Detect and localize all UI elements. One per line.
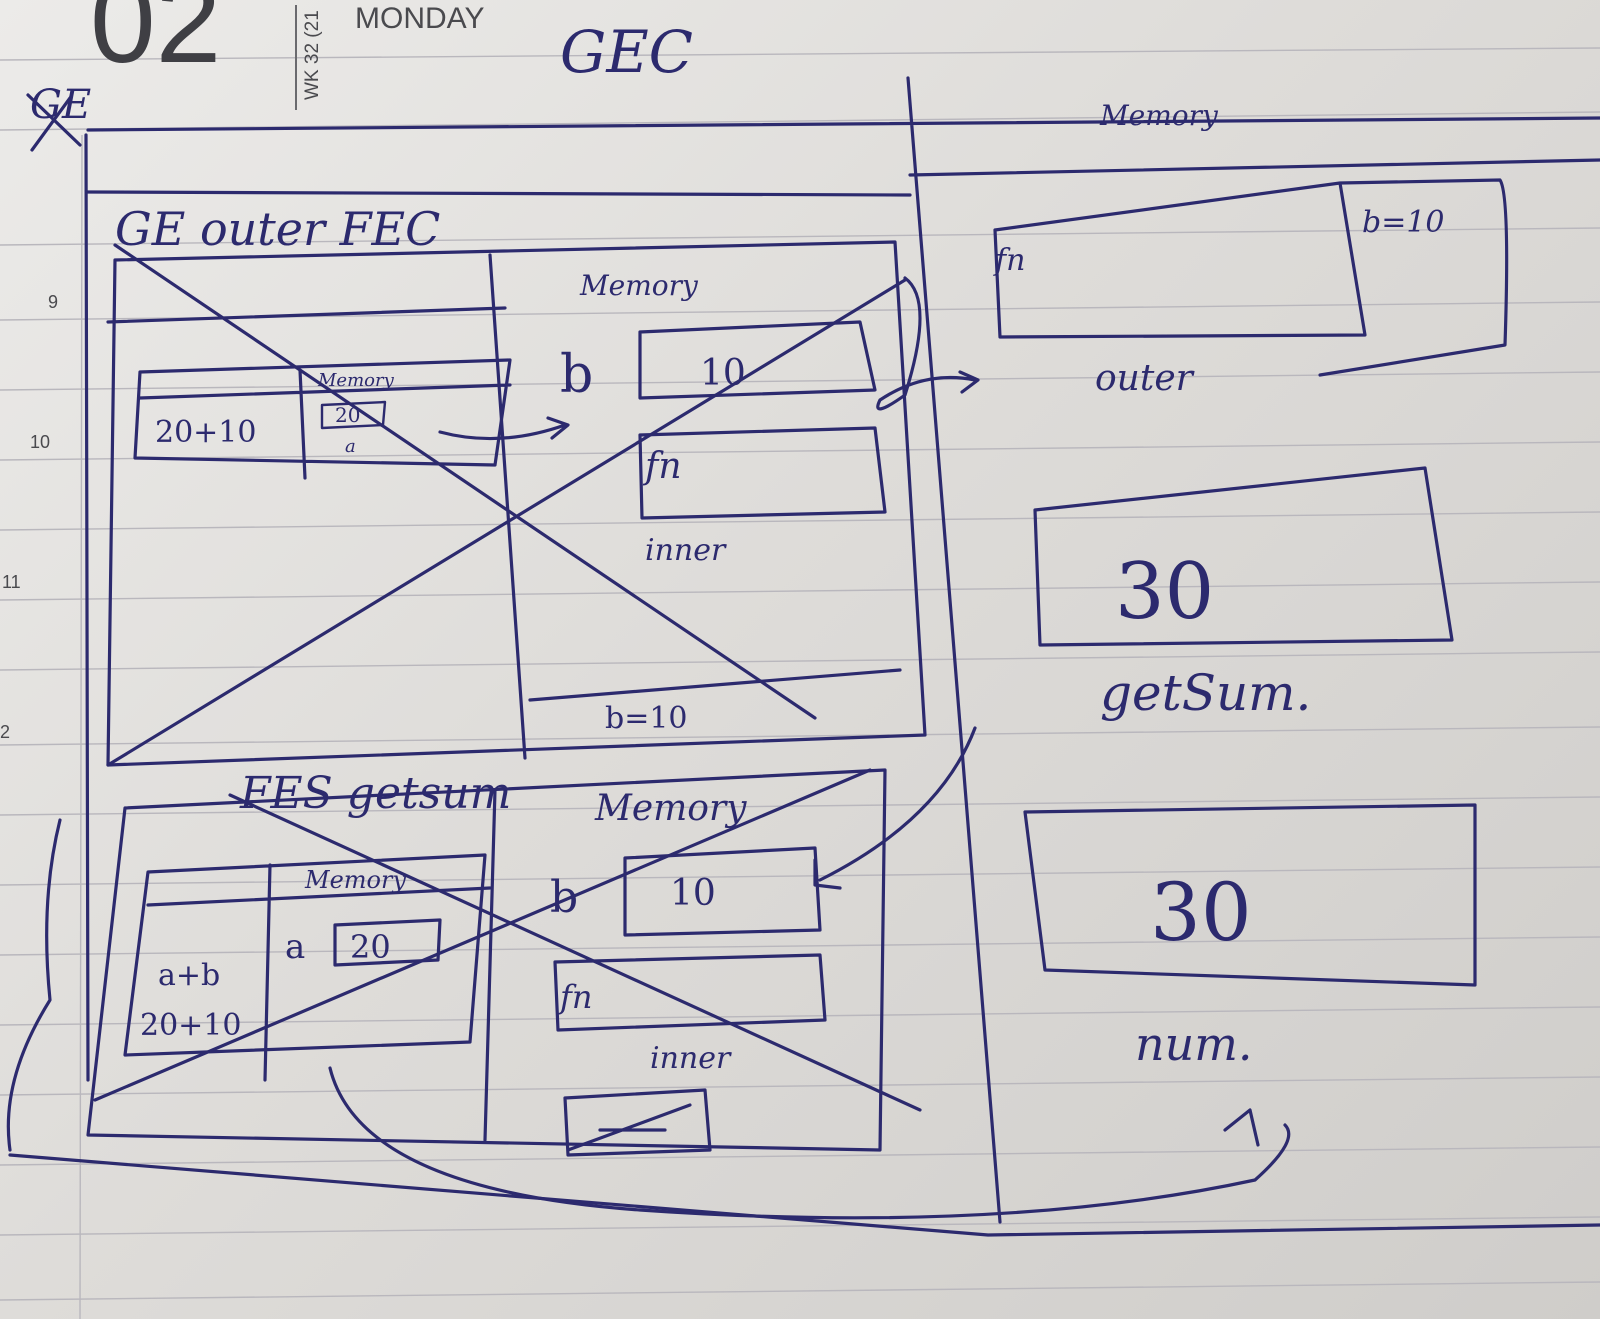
fes-inner: inner — [650, 1041, 732, 1076]
outer-fec-b-box — [638, 320, 877, 400]
fes-fn-box — [553, 953, 827, 1032]
fes-getsum-left-arc — [6, 818, 62, 1152]
hour-11: 11 — [2, 572, 21, 592]
fes-b-value: 10 — [670, 873, 716, 914]
gec-getsum-value: 30 — [1115, 547, 1214, 637]
outer-fec-nested-code: 20+10 — [155, 415, 256, 450]
outer-fec-var-b: b — [560, 345, 593, 405]
day-label: MONDAY — [355, 2, 484, 35]
fes-b-box — [623, 846, 822, 937]
gec-outer-label: outer — [1095, 358, 1195, 399]
fes-getsum-frame — [86, 768, 887, 1152]
week-label: WK 32 (21 — [302, 10, 323, 100]
gec-outer-b: b=10 — [1362, 205, 1445, 240]
fes-getsum-memory-label: Memory — [594, 788, 747, 829]
gec-marker-cross — [26, 93, 82, 152]
fes-var-b: b — [550, 872, 578, 923]
fes-nested-line1: a+b — [158, 958, 220, 993]
fes-getsum-cross-b — [93, 768, 872, 1102]
num-return-curve — [328, 1066, 1291, 1220]
outer-fec-nested-box — [133, 358, 512, 480]
gec-getsum-label: getSum. — [1100, 664, 1311, 722]
hour-9: 9 — [48, 292, 58, 312]
outer-fec-bottom-note: b=10 — [605, 701, 688, 736]
outer-fec-bottom-rule — [528, 668, 902, 702]
outer-fec-loop — [876, 276, 980, 411]
outer-fec-cross-b — [106, 278, 907, 767]
gec-num-box — [1023, 803, 1477, 987]
hour-10: 10 — [30, 432, 50, 452]
gec-getsum-box — [1033, 466, 1454, 647]
outer-fec-nested-memory: Memory — [317, 370, 395, 391]
outer-fec-cross-a — [113, 243, 817, 720]
gec-outer-fn: fn — [993, 243, 1025, 278]
gec-outer-box — [993, 178, 1509, 377]
fes-nested-box — [123, 853, 492, 1082]
gec-right-rule — [908, 158, 1600, 177]
outer-fec-fn: fn — [642, 446, 682, 487]
fes-fn: fn — [558, 978, 592, 1016]
outer-fec-frame — [106, 240, 927, 767]
gec-num-value: 30 — [1150, 866, 1252, 959]
outer-fec-nested-a-box — [320, 400, 387, 430]
gec-title: GEC — [560, 18, 693, 86]
fes-nested-memory: Memory — [304, 866, 406, 894]
outer-fec-fn-box — [638, 426, 887, 520]
fes-nested-a-name: a — [285, 927, 305, 967]
fes-nested-line2: 20+10 — [140, 1008, 241, 1043]
fes-scribble-box — [563, 1088, 712, 1157]
fes-nested-a-value: 20 — [350, 928, 391, 966]
outer-fec-inner: inner — [645, 533, 727, 568]
hour-2: 2 — [0, 722, 10, 742]
gec-num-label: num. — [1135, 1017, 1253, 1071]
fes-return-arrow — [813, 726, 977, 890]
outer-fec-title: GE outer FEC — [115, 202, 440, 256]
outer-fec-b-value: 10 — [700, 353, 746, 394]
outer-fec-arrow — [438, 416, 570, 441]
gec-memory-label: Memory — [1099, 99, 1219, 132]
fes-nested-a-box — [333, 918, 442, 967]
gec-frame — [8, 76, 1600, 1237]
outer-fec-nested-a-name: a — [345, 436, 356, 457]
outer-fec-memory-label: Memory — [579, 269, 699, 302]
date-number: 02 — [90, 0, 221, 88]
outer-fec-nested-a-value: 20 — [335, 403, 360, 427]
fes-getsum-title: FES getsum — [239, 768, 511, 819]
fes-getsum-cross-a — [228, 793, 922, 1112]
